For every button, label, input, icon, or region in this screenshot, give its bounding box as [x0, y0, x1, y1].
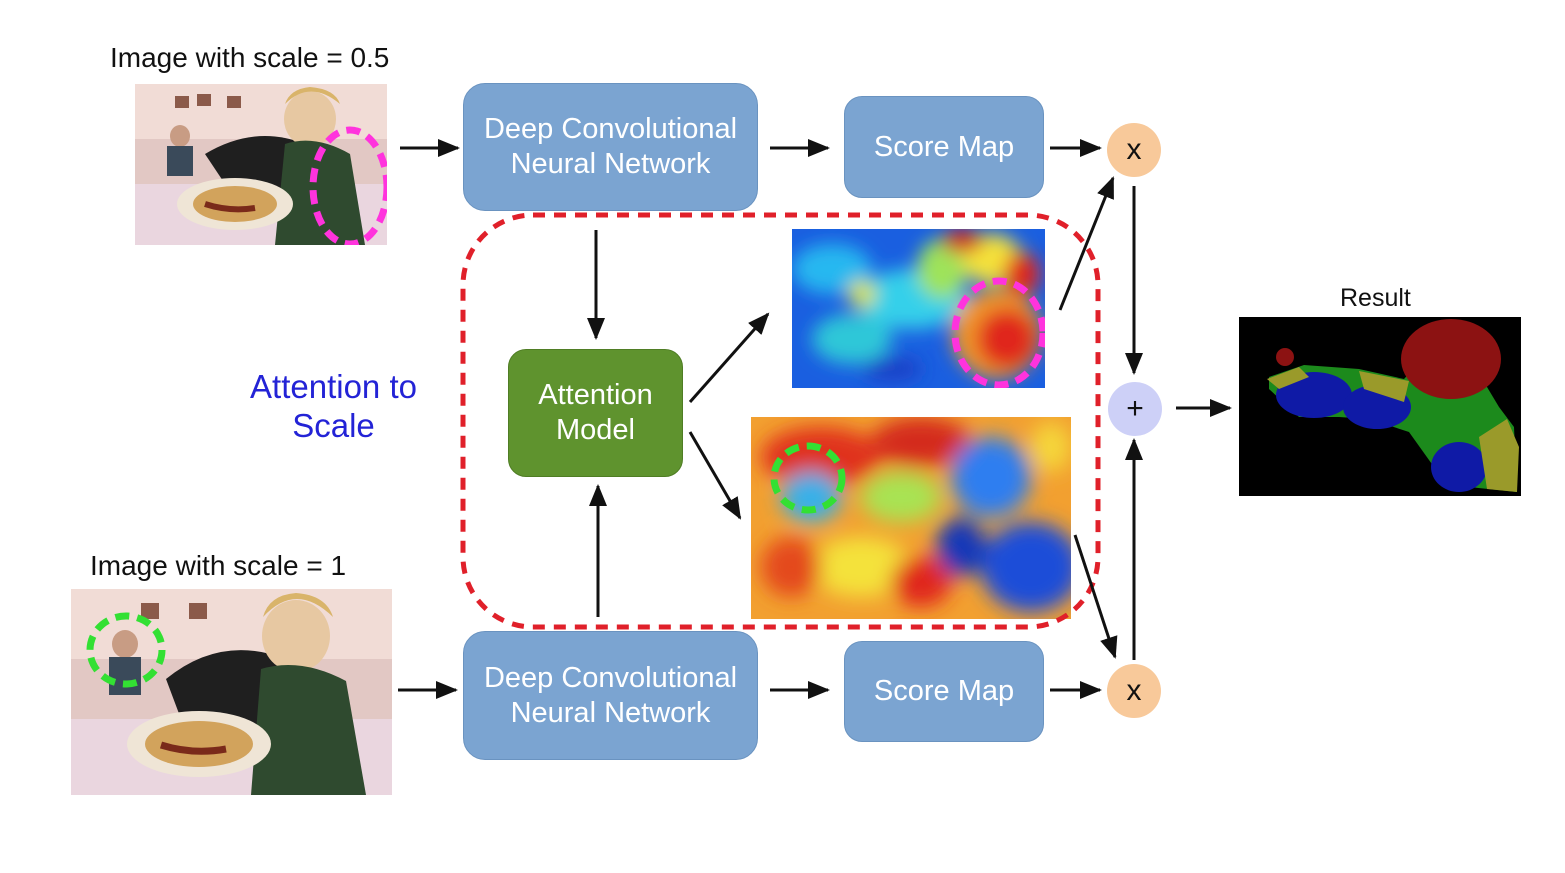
dcnn-bottom-box: Deep Convolutional Neural Network	[463, 631, 758, 760]
add-node: +	[1108, 382, 1162, 436]
dcnn-bottom-line2: Neural Network	[510, 696, 711, 729]
result-segmentation-image	[1239, 317, 1521, 496]
arrow-attention-to-heatmap-bottom	[688, 431, 742, 520]
dcnn-top-line1: Deep Convolutional	[483, 113, 738, 146]
arrow-attention-to-heatmap-top	[688, 312, 770, 403]
result-caption: Result	[1340, 284, 1411, 312]
attention-model-line2: Model	[555, 414, 635, 446]
score-map-top-box: Score Map	[844, 96, 1044, 198]
dcnn-top-box: Deep Convolutional Neural Network	[463, 83, 758, 211]
small-scale-highlight-ring	[309, 126, 387, 245]
attention-heatmap-large-scale	[751, 417, 1071, 619]
score-map-bottom-box: Score Map	[844, 641, 1044, 742]
arrow-heatmap-top-to-multiply	[1058, 176, 1115, 311]
multiply-top-node: x	[1107, 123, 1161, 177]
dcnn-bottom-line1: Deep Convolutional	[483, 661, 738, 694]
attention-to-scale-line1: Attention to	[250, 368, 417, 405]
arrow-heatmap-bottom-to-multiply	[1073, 534, 1118, 659]
large-scale-highlight-ring	[86, 612, 166, 688]
attention-to-scale-line2: Scale	[292, 406, 375, 444]
attention-heatmap-small-scale	[792, 229, 1045, 388]
input-image-small-scale	[135, 84, 387, 245]
top-image-caption: Image with scale = 0.5	[110, 42, 390, 73]
attention-to-scale-label: Attention to Scale	[236, 368, 431, 446]
input-image-large-scale	[71, 589, 392, 795]
attention-model-box: Attention Model	[508, 349, 683, 477]
attention-region-boundary	[460, 212, 1101, 630]
attention-model-line1: Attention	[538, 379, 653, 412]
dcnn-top-line2: Neural Network	[510, 148, 711, 180]
bottom-image-caption: Image with scale = 1	[90, 550, 347, 581]
multiply-bottom-node: x	[1107, 664, 1161, 718]
